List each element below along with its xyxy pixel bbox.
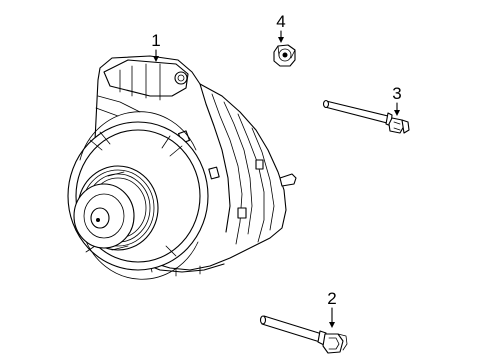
- callout-1-number: 1: [151, 31, 160, 50]
- upper-bolt: [322, 99, 410, 134]
- lower-bolt: [259, 315, 348, 354]
- alternator: [67, 55, 297, 280]
- nut: [273, 44, 296, 67]
- callout-3-number: 3: [392, 84, 401, 103]
- pulley: [73, 165, 159, 251]
- callout-4: 4: [276, 12, 286, 43]
- callout-4-number: 4: [276, 12, 285, 31]
- mounting-hole: [174, 71, 188, 85]
- callout-1: 1: [151, 31, 161, 62]
- mounting-ear: [103, 59, 189, 97]
- callout-3: 3: [392, 84, 402, 116]
- callout-2: 2: [327, 289, 337, 328]
- callout-2-number: 2: [327, 289, 336, 308]
